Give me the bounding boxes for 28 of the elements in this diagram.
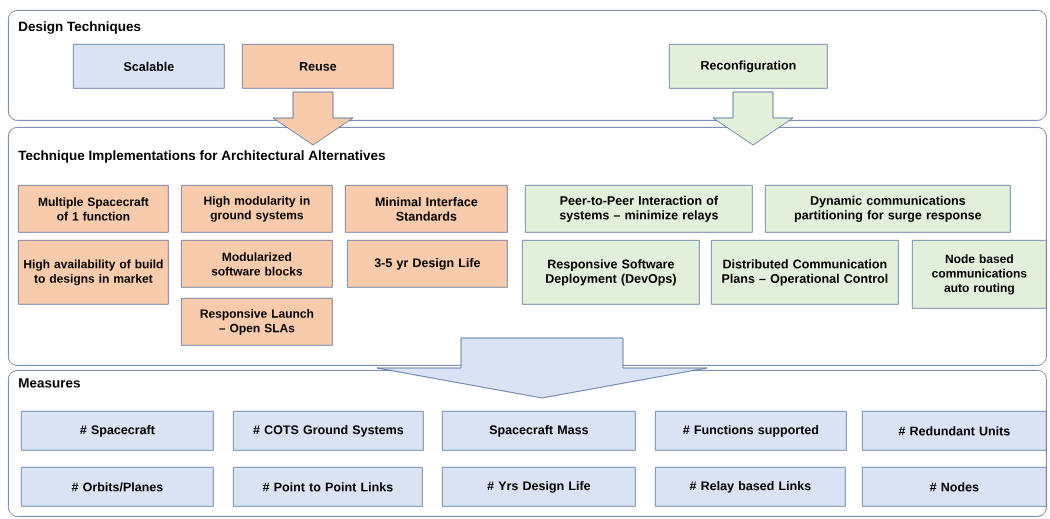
process-box: Peer-to-Peer Interaction of systems – minimize relays — [525, 185, 753, 233]
process-box: Reconfiguration — [669, 44, 828, 89]
process-box: Scalable — [73, 44, 225, 89]
process-box: Responsive Software Deployment (DevOps) — [522, 240, 700, 305]
block-arrow — [712, 91, 794, 146]
process-box: High availability of build to designs in market — [18, 240, 169, 305]
process-box: # Spacecraft — [21, 411, 214, 451]
process-box: # Functions supported — [655, 411, 847, 451]
process-box: # COTS Ground Systems — [233, 411, 424, 451]
process-box: # Nodes — [862, 467, 1047, 507]
process-box: # Point to Point Links — [233, 467, 423, 507]
process-box: 3-5 yr Design Life — [347, 240, 508, 288]
block-arrow — [272, 91, 354, 146]
process-box: Distributed Communication Plans – Operational Control — [711, 240, 899, 305]
process-box: # Orbits/Planes — [21, 467, 214, 507]
process-box: Modularized software blocks — [181, 240, 333, 288]
process-box: Dynamic communications partitioning for surge response — [765, 185, 1011, 233]
process-box: Reuse — [242, 44, 394, 89]
process-box: # Relay based Links — [655, 467, 846, 507]
process-box: Multiple Spacecraft of 1 function — [18, 185, 169, 233]
process-box: High modularity in ground systems — [181, 185, 333, 233]
process-box: Minimal Interface Standards — [345, 185, 508, 233]
process-box: Responsive Launch – Open SLAs — [181, 298, 333, 346]
process-box: Spacecraft Mass — [442, 411, 636, 451]
process-box: # Yrs Design Life — [442, 467, 636, 507]
block-arrow — [376, 337, 708, 399]
process-box: # Redundant Units — [862, 411, 1047, 451]
process-box: Node based communications auto routing — [912, 240, 1047, 309]
